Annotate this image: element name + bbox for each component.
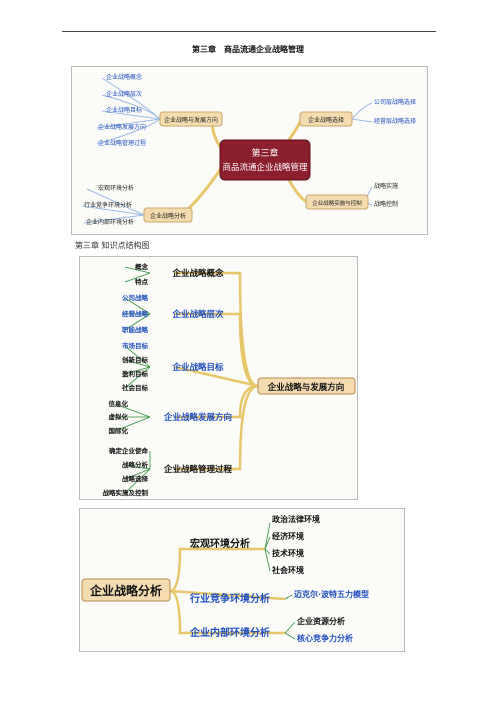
overview-branch-implement-label: 企业战略实施与控制 <box>312 199 362 207</box>
overview-branch-direction <box>159 111 223 127</box>
analysis-leaf-lines <box>264 522 296 640</box>
analysis-leaf-3-2: 核心竞争力分析 <box>297 633 353 643</box>
direction-leaf-5-4: 战略实施及控制 <box>103 488 149 497</box>
overview-direction-item-1: 企业战略概念 <box>106 73 142 81</box>
direction-leaf-5-1: 确定企业使命 <box>109 446 149 455</box>
direction-canvas: 企业战略与发展方向 企业战略概念 企业战略层次 企业战略目标 企业战略发展方向 … <box>103 262 356 497</box>
analysis-root-node <box>81 578 171 602</box>
direction-leaf-1-2: 特点 <box>135 277 149 286</box>
overview-center-line2: 商品流通企业战略管理 <box>222 162 308 173</box>
analysis-group-1-label: 宏观环境分析 <box>190 537 250 550</box>
analysis-root-label: 企业战略分析 <box>89 583 162 598</box>
direction-group-5-label: 企业战略管理过程 <box>163 464 233 475</box>
overview-branch-analysis-label: 企业战略分析 <box>150 212 186 220</box>
overview-direction-item-3: 企业战略目标 <box>106 106 142 114</box>
overview-canvas: 第三章 商品流通企业战略管理 企业战略与发展方向 企业战略概念 企业战略层次 企… <box>81 73 416 226</box>
overview-center-line1: 第三章 <box>251 147 278 159</box>
direction-leaf-3-4: 社会目标 <box>122 383 149 392</box>
overview-choice-item-1: 公司层战略选择 <box>374 98 416 106</box>
mind-map-overview: 第三章 商品流通企业战略管理 企业战略与发展方向 企业战略概念 企业战略层次 企… <box>71 66 428 235</box>
overview-sub-lines <box>81 77 373 224</box>
mind-map-direction: 企业战略与发展方向 企业战略概念 企业战略层次 企业战略目标 企业战略发展方向 … <box>79 256 358 500</box>
analysis-group-2-label: 行业竞争环境分析 <box>189 592 270 605</box>
overview-implement-item-2: 战略控制 <box>374 200 398 208</box>
direction-leaf-5-3: 战略选择 <box>122 474 149 483</box>
analysis-leaf-1-3: 技术环境 <box>272 548 304 558</box>
direction-leaf-3-2: 创新目标 <box>121 355 149 364</box>
overview-center-node <box>219 139 311 181</box>
direction-leaf-lines <box>114 266 151 494</box>
analysis-leaf-1-1: 政治法律环境 <box>272 514 320 524</box>
document-title: 第三章 商品流通企业战略管理 <box>192 44 304 54</box>
direction-group-1-label: 企业战略概念 <box>171 268 224 279</box>
overview-branch-choice <box>299 111 353 127</box>
overview-branch-implement <box>305 194 369 210</box>
analysis-connectors <box>169 547 286 635</box>
direction-root-node <box>257 377 356 395</box>
overview-implement-item-1: 战略实施 <box>374 182 398 190</box>
analysis-canvas: 企业战略分析 宏观环境分析 行业竞争环境分析 企业内部环境分析 政治法律环境 经… <box>81 514 369 643</box>
direction-root-label: 企业战略与发展方向 <box>267 382 345 393</box>
analysis-leaf-3-1: 企业资源分析 <box>296 616 345 626</box>
overview-branch-analysis <box>143 207 193 223</box>
mind-map-analysis: 企业战略分析 宏观环境分析 行业竞争环境分析 企业内部环境分析 政治法律环境 经… <box>79 508 405 652</box>
direction-leaf-5-2: 战略分析 <box>122 460 149 469</box>
analysis-leaf-1-4: 社会环境 <box>271 565 304 575</box>
direction-group-2-label: 企业战略层次 <box>171 309 224 320</box>
direction-leaf-4-2: 虚拟化 <box>109 412 129 421</box>
overview-direction-item-2: 企业战略层次 <box>106 90 142 98</box>
figure-caption: 第三章 知识点结构图 <box>75 241 150 250</box>
header-rule <box>62 31 436 32</box>
direction-leaf-2-3: 职能战略 <box>122 325 149 334</box>
analysis-leaf-1-2: 经济环境 <box>272 531 304 541</box>
analysis-leaf-2-1: 迈克尔·波特五力模型 <box>294 589 369 599</box>
overview-branch-direction-label: 企业战略与发展方向 <box>164 116 218 124</box>
direction-leaf-1-1: 概念 <box>135 262 149 271</box>
direction-group-3-label: 企业战略目标 <box>171 362 224 373</box>
overview-analysis-item-1: 宏观环境分析 <box>98 184 134 192</box>
direction-connectors <box>174 271 259 471</box>
overview-branch-choice-label: 企业战略选择 <box>308 116 344 124</box>
overview-analysis-item-3: 企业内部环境分析 <box>86 218 134 226</box>
direction-leaf-4-1: 信息化 <box>109 399 129 408</box>
direction-leaf-3-1: 市场目标 <box>122 341 149 350</box>
overview-choice-item-2: 经营层战略选择 <box>374 117 416 125</box>
direction-leaf-4-3: 国际化 <box>109 426 129 435</box>
overview-direction-item-5: 企业战略管理过程 <box>98 139 146 147</box>
direction-leaf-2-2: 经营战略 <box>122 309 149 318</box>
direction-leaf-2-1: 公司战略 <box>122 293 149 302</box>
analysis-group-3-label: 企业内部环境分析 <box>189 626 270 639</box>
direction-group-4-label: 企业战略发展方向 <box>163 412 232 423</box>
overview-analysis-item-2: 行业竞争环境分析 <box>84 201 132 209</box>
direction-leaf-3-3: 盈利目标 <box>121 369 149 378</box>
overview-direction-item-4: 企业战略发展方向 <box>98 123 146 131</box>
